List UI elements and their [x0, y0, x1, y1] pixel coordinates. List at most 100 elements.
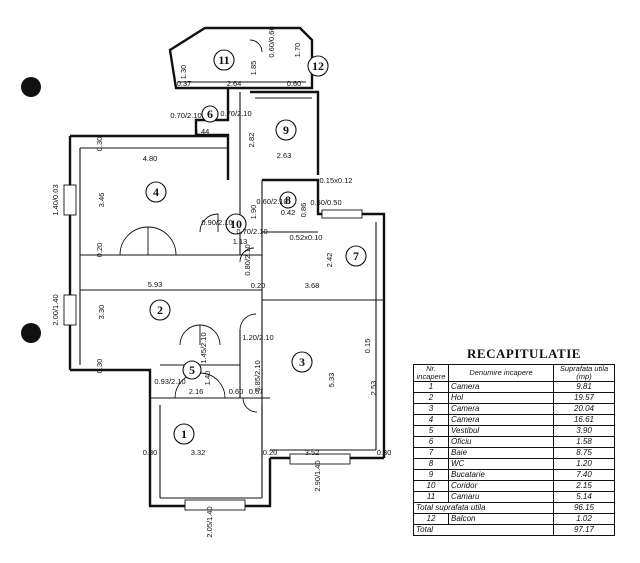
dim-282: 2.82 [247, 133, 256, 148]
cell-name: Camera [448, 381, 554, 393]
cell-name: Hol [448, 392, 554, 404]
dim-480: 4.80 [143, 154, 158, 163]
dim-door-093: 0.93/2.10 [154, 377, 185, 386]
outer-walls [68, 26, 386, 508]
dim-win-3: 2.90/1.40 [313, 460, 322, 491]
dim-door-145: 1.45/2.10 [199, 332, 208, 363]
cell-name: Camaru [448, 491, 554, 503]
balcony-nr: 12 [413, 513, 449, 525]
dim-242: 2.42 [325, 253, 334, 268]
cell-area: 5.14 [553, 491, 615, 503]
recap-title: RECAPITULATIE [467, 346, 581, 361]
dim-door-085: 0.85/2.10 [253, 360, 262, 391]
dim-060: 0.60 [229, 387, 244, 396]
dim-020-b: 0.20 [263, 448, 278, 457]
dim-144: 1.44 [195, 127, 210, 136]
cell-area: 3.90 [553, 425, 615, 437]
dim-067: 0.67 [249, 387, 264, 396]
cell-area: 1.20 [553, 458, 615, 470]
dim-170: 1.70 [293, 43, 302, 58]
balcony-row: 12 Balcon 1.02 [413, 513, 615, 525]
dim-win-11: 0.60/0.60 [267, 26, 276, 57]
cell-area: 2.15 [553, 480, 615, 492]
total-row: Total 97.17 [413, 524, 615, 536]
dim-037: 0.37 [177, 79, 192, 88]
cell-area: 19.57 [553, 392, 615, 404]
cell-nr: 10 [413, 480, 449, 492]
room-circle-5 [182, 360, 202, 380]
cell-area: 1.58 [553, 436, 615, 448]
cell-name: Bucatarie [448, 469, 554, 481]
cell-area: 9.81 [553, 381, 615, 393]
dim-030-c: 0.30 [95, 359, 104, 374]
door-5-b [199, 324, 221, 346]
cell-area: 8.75 [553, 447, 615, 459]
window-room-2 [63, 294, 77, 326]
door-3 [239, 313, 257, 331]
header-name: Denumire incapere [448, 364, 554, 382]
room-number-2: 2 [157, 303, 163, 317]
door-10 [199, 213, 219, 233]
dim-050: 0.50/0.50 [310, 198, 341, 207]
cell-nr: 5 [413, 425, 449, 437]
dim-140: 1.40 [203, 371, 212, 386]
wall-room-2-bottom [70, 368, 152, 398]
dim-216: 2.16 [189, 387, 204, 396]
header-nr: Nr. incapere [413, 364, 449, 382]
cell-nr: 2 [413, 392, 449, 404]
dim-door-070-a: 0.70/2.10 [236, 227, 267, 236]
header-area: Suprafata utila (mp) [553, 364, 615, 382]
dim-door-080: 0.80/2.10 [243, 244, 252, 275]
total-useful-value: 96.15 [553, 502, 615, 514]
bullet-dot-bottom [21, 323, 41, 343]
room-circle-3 [291, 351, 313, 373]
room-circle-12 [307, 55, 329, 77]
cell-nr: 9 [413, 469, 449, 481]
total-useful-row: Total suprafata utila 96.15 [413, 502, 615, 514]
dim-086: 0.86 [299, 203, 308, 218]
room-number-6: 6 [207, 107, 213, 121]
dim-win-1: 2.05/1.40 [205, 506, 214, 537]
total-label: Total [413, 524, 554, 536]
room-number-4: 4 [153, 185, 159, 199]
cell-nr: 8 [413, 458, 449, 470]
dim-030-b: 0.30 [377, 448, 392, 457]
dimension-labels: 4.80 3.46 5.93 3.30 3.32 3.52 5.33 2.53 … [51, 26, 391, 537]
door-4-right [147, 226, 177, 256]
dim-020-a: 0.20 [251, 281, 266, 290]
cell-name: Camera [448, 414, 554, 426]
dim-door-090: 0.90/2.10 [201, 218, 232, 227]
dim-015-012: 0.15x0.12 [320, 176, 353, 185]
dim-332: 3.32 [191, 448, 206, 457]
dim-win-4: 1.40/0.03 [51, 184, 60, 215]
cell-nr: 3 [413, 403, 449, 415]
dim-win-2: 2.00/1.40 [51, 294, 60, 325]
cell-name: Vestibul [448, 425, 554, 437]
wall-room-11 [168, 26, 314, 90]
dim-263: 2.63 [277, 151, 292, 160]
dim-593: 5.93 [148, 280, 163, 289]
cell-name: Camera [448, 403, 554, 415]
room-circle-9 [275, 119, 297, 141]
room-circle-2 [149, 299, 171, 321]
cell-nr: 7 [413, 447, 449, 459]
cell-nr: 1 [413, 381, 449, 393]
cell-name: Coridor [448, 480, 554, 492]
cell-nr: 6 [413, 436, 449, 448]
wall-room-6 [194, 88, 230, 180]
dim-185: 1.85 [249, 61, 258, 76]
wall-room-9 [250, 90, 320, 175]
door-closet [242, 397, 258, 413]
room-number-11: 11 [218, 53, 229, 67]
room-circle-1 [173, 423, 195, 445]
room-labels: 1 2 3 4 5 6 7 8 9 10 11 12 [145, 49, 367, 445]
cell-name: Oficiu [448, 436, 554, 448]
wall-right [262, 178, 386, 458]
